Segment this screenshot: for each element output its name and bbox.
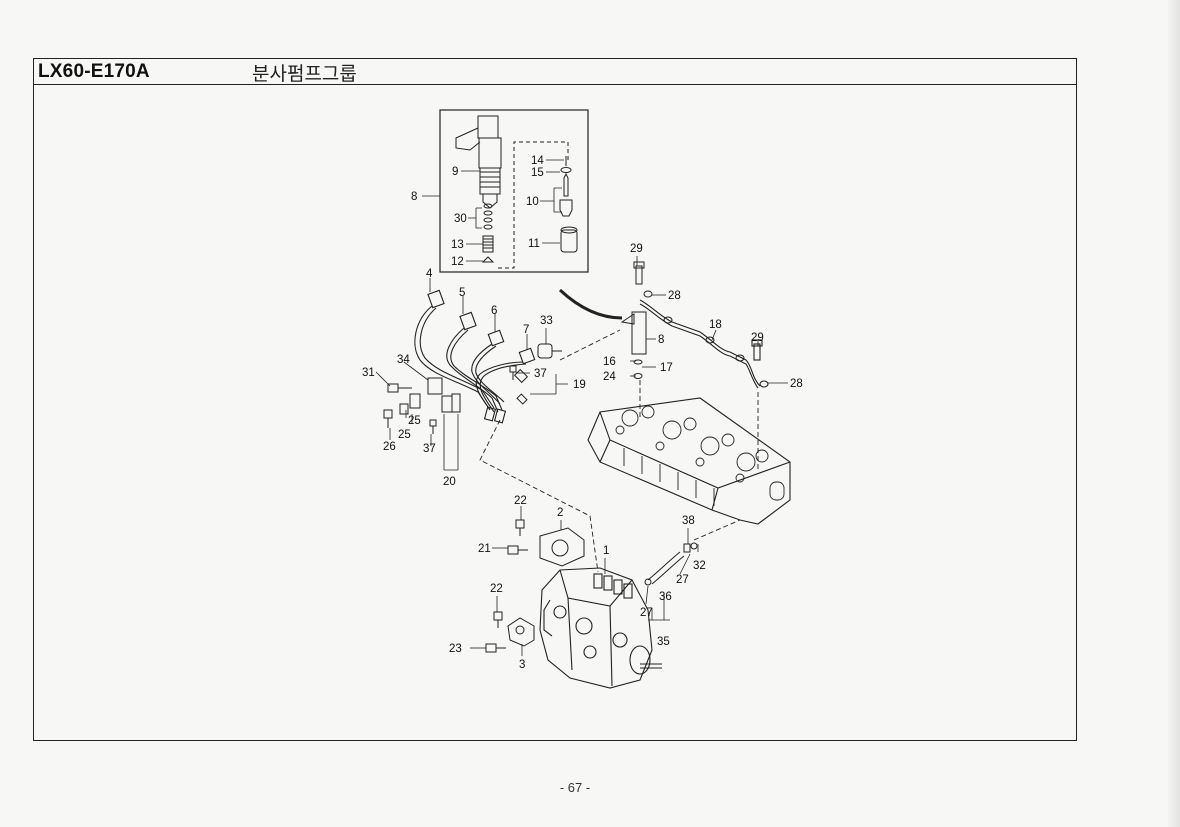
bolts-drawing xyxy=(383,365,517,434)
nozzle-holder-drawing xyxy=(455,115,502,209)
connector-33-drawing xyxy=(537,343,562,359)
callout-label: 25 xyxy=(408,415,421,427)
callout-label: 28 xyxy=(668,290,681,302)
callout-label: 29 xyxy=(630,243,643,255)
callout-label: 20 xyxy=(443,476,456,488)
callout-label: 37 xyxy=(423,443,436,455)
pipe-clamps-drawing xyxy=(399,368,529,415)
callout-label: 23 xyxy=(449,643,462,655)
pump-flange-drawing xyxy=(539,527,585,567)
callout-label: 22 xyxy=(490,583,503,595)
assembled-nozzle-drawing xyxy=(620,261,653,379)
inset-dashed-bracket xyxy=(498,141,569,269)
callout-label: 8 xyxy=(658,334,664,346)
callout-label: 2 xyxy=(557,507,563,519)
pump-bracket-drawing xyxy=(507,617,535,647)
leader-lines xyxy=(375,159,788,656)
nozzle-detail-inset xyxy=(439,109,589,273)
callout-label: 8 xyxy=(411,191,417,203)
leak-off-pipe-drawing xyxy=(639,299,769,389)
callout-label: 22 xyxy=(514,495,527,507)
callout-label: 13 xyxy=(451,239,464,251)
callout-label: 4 xyxy=(426,268,433,280)
callout-label: 37 xyxy=(534,368,547,380)
scan-edge-shadow xyxy=(1168,0,1180,827)
callout-label: 25 xyxy=(398,429,411,441)
callout-label: 30 xyxy=(454,213,467,225)
callout-label: 24 xyxy=(603,371,616,383)
page-number: - 67 - xyxy=(559,780,591,795)
callout-label: 28 xyxy=(790,378,803,390)
callout-label: 36 xyxy=(659,591,672,603)
callout-label: 34 xyxy=(397,354,410,366)
callout-label: 18 xyxy=(709,319,722,331)
callout-label: 38 xyxy=(682,515,695,527)
callout-label: 12 xyxy=(451,256,464,268)
return-hose-drawing xyxy=(644,542,698,586)
callout-label: 10 xyxy=(526,196,539,208)
callout-label: 26 xyxy=(383,441,396,453)
callout-label: 3 xyxy=(519,659,525,671)
callout-label: 31 xyxy=(362,367,375,379)
o-rings-drawing xyxy=(483,203,493,230)
group-title: 분사펌프그룹 xyxy=(252,63,357,85)
callout-label: 15 xyxy=(531,167,544,179)
callout-label: 11 xyxy=(528,238,540,250)
detail-arrow-arc xyxy=(558,288,623,320)
pump-bolts-drawing xyxy=(485,519,528,653)
title-bar: LX60-E170A 분사펌프그룹 xyxy=(34,59,1076,85)
cylinder-head-drawing xyxy=(587,397,791,525)
callout-label: 32 xyxy=(693,560,706,572)
assembly-dashed-lines xyxy=(479,329,759,573)
callout-label: 7 xyxy=(523,324,529,336)
callout-label: 21 xyxy=(478,543,491,555)
callout-label: 35 xyxy=(657,636,670,648)
callout-label: 33 xyxy=(540,315,553,327)
callout-label: 29 xyxy=(751,332,764,344)
callout-label: 17 xyxy=(660,362,673,374)
callout-label: 5 xyxy=(459,287,465,299)
nozzle-parts-drawing xyxy=(559,156,578,253)
callout-label: 27 xyxy=(676,574,689,586)
callout-label: 14 xyxy=(531,155,544,167)
callout-label: 16 xyxy=(603,356,616,368)
callout-labels: 1 2 3 4 5 6 7 8 8 9 10 11 12 13 14 15 16… xyxy=(362,155,803,671)
drawing-frame: LX60-E170A 분사펌프그룹 xyxy=(33,58,1077,741)
injection-pump-drawing xyxy=(539,567,662,689)
callout-label: 9 xyxy=(452,166,458,178)
model-code: LX60-E170A xyxy=(38,61,150,82)
injection-pipes-drawing xyxy=(414,289,536,424)
seat-drawing xyxy=(481,256,495,263)
spring-drawing xyxy=(482,235,494,253)
callout-label: 27 xyxy=(640,607,653,619)
callout-label: 6 xyxy=(491,305,497,317)
callout-label: 1 xyxy=(603,545,609,557)
callout-label: 19 xyxy=(573,379,586,391)
